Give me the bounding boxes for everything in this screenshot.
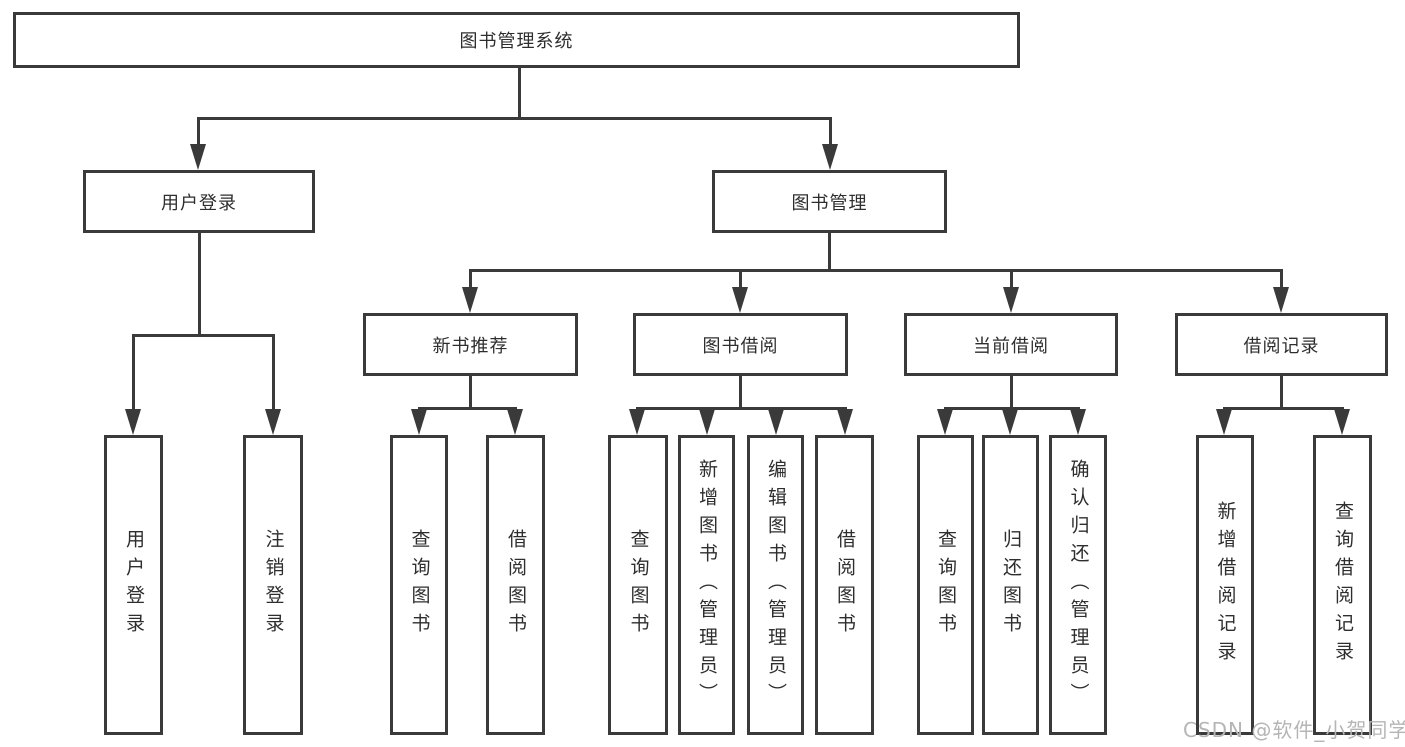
leaf-label: 确认归还（管理员） — [1067, 459, 1090, 711]
connector-bookmgmt-drop-4 — [1280, 269, 1283, 291]
leaf-label: 注销登录 — [262, 529, 285, 641]
leaf-label: 新增借阅记录 — [1214, 501, 1237, 669]
arrow-records-leaf-1 — [1216, 409, 1232, 435]
connector-current-hline — [944, 407, 1080, 410]
node-library-management-system: 图书管理系统 — [13, 12, 1020, 68]
arrow-to-borrowing-records — [1273, 287, 1289, 313]
leaf-query-books-current: 查询图书 — [917, 435, 974, 735]
arrow-to-new-book-recommend — [462, 287, 478, 313]
connector-borrow-hline — [636, 407, 847, 410]
connector-records-hline — [1223, 407, 1344, 410]
leaf-label: 查询图书 — [627, 529, 650, 641]
node-label: 图书管理系统 — [459, 31, 574, 52]
node-current-borrowing: 当前借阅 — [904, 313, 1118, 376]
connector-records-vline — [1280, 376, 1283, 410]
connector-bookmgmt-drop-3 — [1010, 269, 1013, 291]
connector-bookmgmt-drop-2 — [739, 269, 742, 291]
node-book-borrowing: 图书借阅 — [633, 313, 848, 376]
leaf-label: 新增图书（管理员） — [696, 459, 718, 711]
arrow-borrow-leaf-4 — [837, 409, 853, 435]
node-label: 新书推荐 — [432, 335, 509, 357]
leaf-borrow-books: 借阅图书 — [815, 435, 874, 735]
node-book-management: 图书管理 — [712, 170, 947, 233]
leaf-user-login: 用户登录 — [104, 435, 163, 735]
arrow-borrow-leaf-1 — [629, 409, 645, 435]
connector-bookmgmt-drop-1 — [469, 269, 472, 291]
arrow-current-leaf-1 — [937, 409, 953, 435]
connector-root-vline — [518, 68, 521, 120]
arrow-to-book-borrowing — [732, 287, 748, 313]
leaf-edit-book-admin: 编辑图书（管理员） — [747, 435, 804, 735]
node-user-login: 用户登录 — [83, 170, 315, 233]
arrow-current-leaf-2 — [1002, 409, 1018, 435]
node-label: 图书借阅 — [702, 335, 779, 357]
leaf-logout: 注销登录 — [243, 435, 303, 735]
node-new-book-recommend: 新书推荐 — [363, 313, 578, 376]
leaf-query-books-borrow: 查询图书 — [608, 435, 668, 735]
connector-newbook-hline — [418, 407, 517, 410]
connector-root-drop-left — [197, 117, 200, 147]
leaf-borrow-books-recommend: 借阅图书 — [486, 435, 545, 735]
node-borrowing-records: 借阅记录 — [1175, 313, 1388, 376]
connector-borrow-vline — [739, 376, 742, 410]
node-label: 用户登录 — [161, 192, 237, 214]
leaf-query-borrow-record: 查询借阅记录 — [1313, 435, 1372, 735]
leaf-label: 查询借阅记录 — [1332, 501, 1354, 669]
arrow-to-leaf-logout — [265, 409, 281, 435]
arrow-newbook-leaf-2 — [507, 409, 523, 435]
node-label: 图书管理 — [791, 192, 868, 214]
leaf-add-borrow-record: 新增借阅记录 — [1196, 435, 1254, 735]
arrow-to-current-borrowing — [1003, 287, 1019, 313]
arrow-to-leaf-user-login — [125, 409, 141, 435]
arrow-records-leaf-2 — [1334, 409, 1350, 435]
arrow-to-book-management — [822, 144, 838, 170]
csdn-watermark: CSDN @软件_小贺同学 — [1183, 718, 1405, 742]
arrow-newbook-leaf-1 — [411, 409, 427, 435]
leaf-label: 编辑图书（管理员） — [765, 459, 787, 711]
connector-userlogin-drop-left — [132, 334, 135, 410]
arrow-current-leaf-3 — [1070, 409, 1086, 435]
leaf-query-books-recommend: 查询图书 — [390, 435, 448, 735]
leaf-return-books: 归还图书 — [982, 435, 1039, 735]
connector-userlogin-drop-right — [272, 334, 275, 410]
leaf-label: 借阅图书 — [505, 529, 527, 641]
arrow-borrow-leaf-2 — [699, 409, 715, 435]
connector-userlogin-hline — [132, 334, 275, 337]
arrow-borrow-leaf-3 — [768, 409, 784, 435]
connector-bookmgmt-hline — [469, 269, 1283, 272]
node-label: 当前借阅 — [973, 335, 1049, 357]
connector-root-hline — [197, 117, 832, 120]
arrow-to-user-login — [190, 144, 206, 170]
connector-root-drop-right — [829, 117, 832, 147]
node-label: 借阅记录 — [1243, 335, 1320, 357]
connector-userlogin-vline — [198, 233, 201, 337]
connector-current-vline — [1010, 376, 1013, 410]
leaf-label: 借阅图书 — [834, 529, 856, 641]
leaf-confirm-return-admin: 确认归还（管理员） — [1049, 435, 1107, 735]
connector-newbook-vline — [469, 376, 472, 410]
leaf-add-book-admin: 新增图书（管理员） — [678, 435, 735, 735]
leaf-label: 归还图书 — [1000, 529, 1022, 641]
leaf-label: 查询图书 — [408, 529, 431, 641]
connector-bookmgmt-vline — [828, 233, 831, 272]
leaf-label: 用户登录 — [123, 529, 145, 641]
leaf-label: 查询图书 — [935, 529, 957, 641]
